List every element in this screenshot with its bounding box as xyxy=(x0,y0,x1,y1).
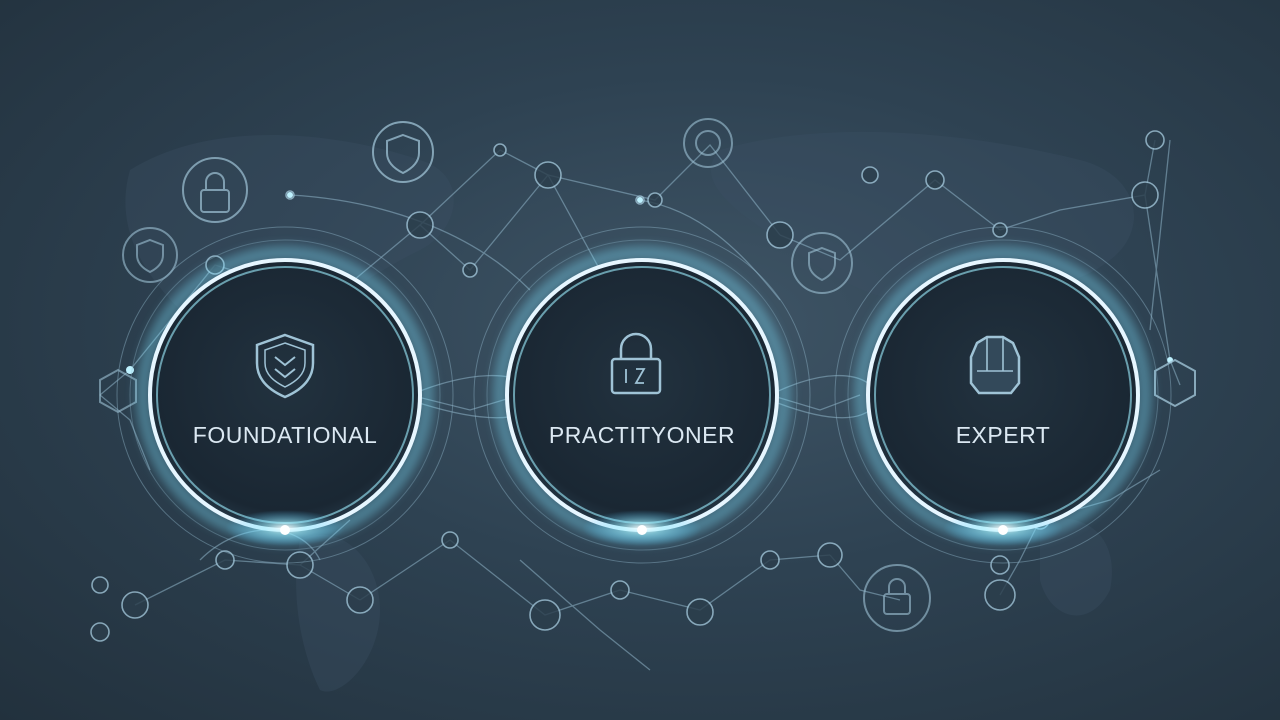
floating-badge-shield-2 xyxy=(122,227,178,283)
stage-label-expert: EXPERT xyxy=(956,422,1051,448)
floating-badge-globe xyxy=(683,118,733,168)
floating-badge-lock-1 xyxy=(182,157,248,223)
shield-icon xyxy=(255,333,315,399)
junction-dots xyxy=(126,192,1173,374)
stage-label-foundational: FOUNDATIONAL xyxy=(193,422,377,448)
stage-label-practitioner: PRACTITYONER xyxy=(549,422,735,448)
floating-hexagon xyxy=(1154,358,1196,408)
floating-badge-shield-3 xyxy=(791,232,853,294)
stage-foundational: FOUNDATIONAL xyxy=(116,226,454,564)
floating-hexagon-left xyxy=(99,368,137,414)
padlock-icon xyxy=(610,332,662,395)
stage-practitioner: PRACTITYONER xyxy=(473,226,811,564)
armor-icon xyxy=(969,335,1021,395)
floating-badge-shield-1 xyxy=(372,121,434,183)
stages: FOUNDATIONAL PRACTITYONER xyxy=(116,226,1172,564)
floating-badge-lock-2 xyxy=(863,564,931,632)
stage-expert: EXPERT xyxy=(834,226,1172,564)
